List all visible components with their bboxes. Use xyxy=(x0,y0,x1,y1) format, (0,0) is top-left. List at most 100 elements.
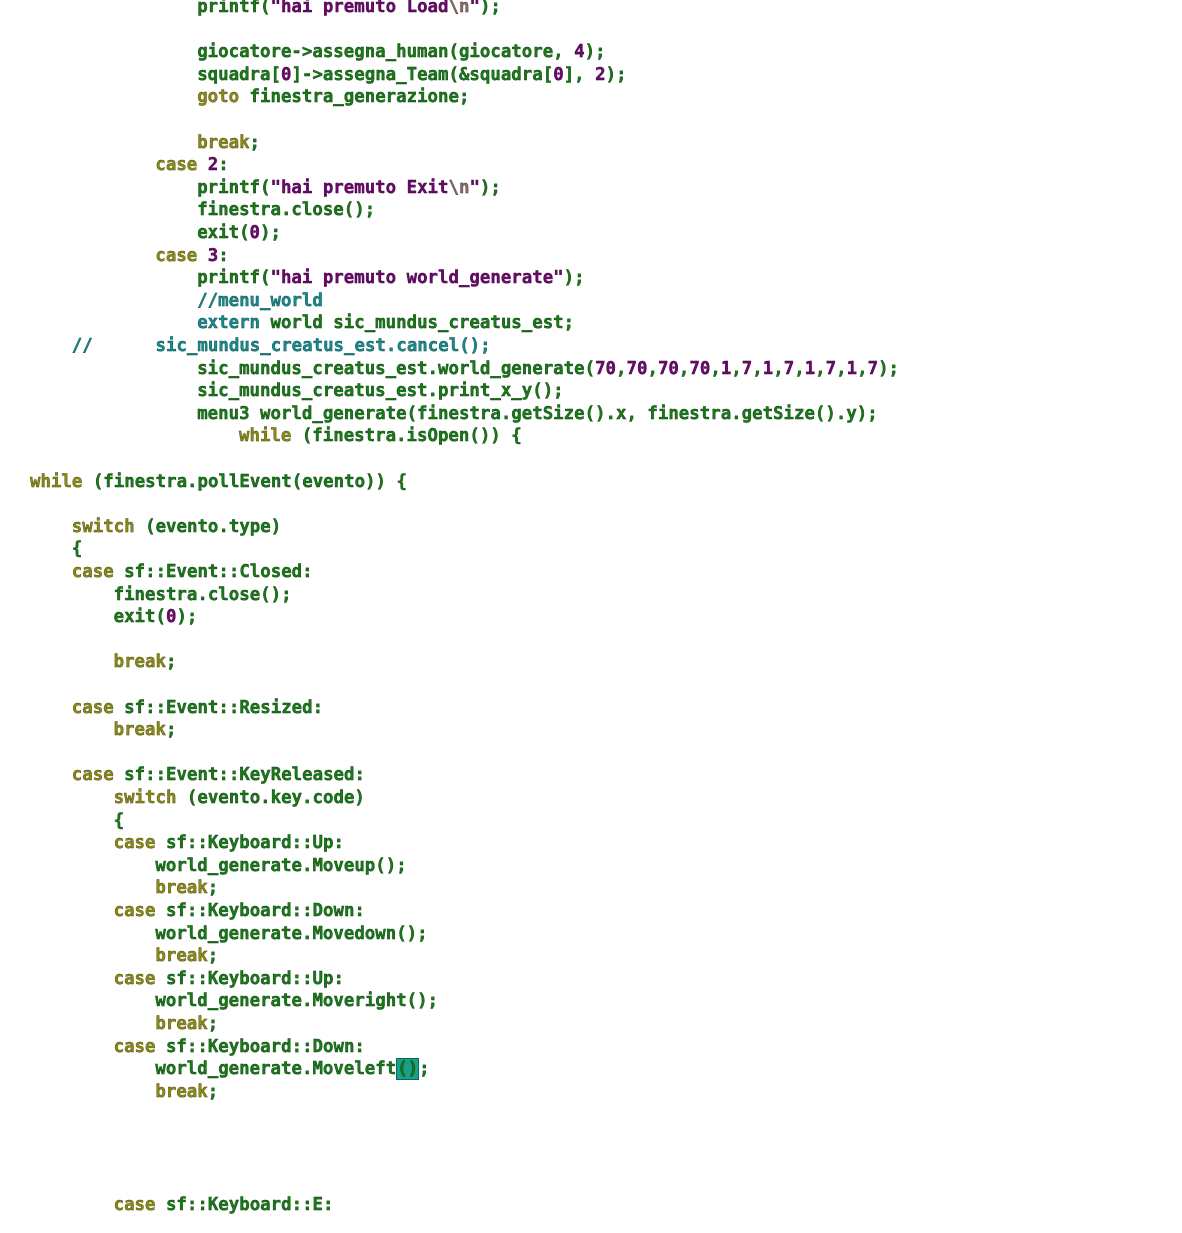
identifier-token: , xyxy=(752,358,763,379)
code-line[interactable]: break; xyxy=(155,1081,218,1104)
identifier-token: ); xyxy=(176,607,198,628)
keyword-token: switch xyxy=(71,516,135,537)
code-line[interactable]: menu3 world_generate(finestra.getSize().… xyxy=(197,403,878,426)
number-token: 1 xyxy=(720,358,732,379)
identifier-token: sf::Keyboard::Down: xyxy=(155,901,365,921)
code-line[interactable]: finestra.close(); xyxy=(197,199,375,222)
code-line[interactable]: case sf::Event::KeyReleased: xyxy=(72,764,366,787)
string-token: " xyxy=(469,177,480,198)
identifier-token: ], xyxy=(563,64,596,85)
keyword-token: case xyxy=(155,155,198,176)
code-line[interactable]: sic_mundus_creatus_est.print_x_y(); xyxy=(197,380,564,403)
identifier-token: (evento.type) xyxy=(134,516,282,537)
comment-token: //menu_world xyxy=(197,290,323,311)
code-line[interactable]: { xyxy=(113,810,124,833)
code-line[interactable]: while (finestra.pollEvent(evento)) { xyxy=(30,471,407,494)
code-line[interactable]: break; xyxy=(197,132,260,155)
number-token: 0 xyxy=(165,607,177,628)
number-token: 2 xyxy=(595,64,606,85)
identifier-token: world_generate.Movedown(); xyxy=(155,923,428,944)
code-line[interactable]: break; xyxy=(155,945,218,968)
code-line[interactable]: switch (evento.type) xyxy=(71,516,282,539)
identifier-token: , xyxy=(794,358,805,379)
string-token: " xyxy=(469,0,480,17)
identifier-token: sf::Keyboard::Up: xyxy=(155,968,344,989)
identifier-token: { xyxy=(71,539,83,560)
number-token: 4 xyxy=(574,42,585,63)
code-line[interactable]: giocatore->assegna_human(giocatore, 4); xyxy=(197,41,606,64)
identifier-token: ; xyxy=(165,720,177,741)
identifier-token: exit( xyxy=(113,607,166,628)
code-line[interactable]: goto finestra_generazione; xyxy=(197,86,470,109)
keyword-token: case xyxy=(71,697,114,718)
identifier-token: ); xyxy=(563,268,585,289)
code-line[interactable]: break; xyxy=(155,1013,218,1036)
code-line[interactable]: break; xyxy=(155,877,218,900)
identifier-token: : xyxy=(218,155,229,176)
identifier-token: sf::Keyboard::E: xyxy=(155,1194,334,1215)
code-line[interactable]: finestra.close(); xyxy=(113,584,292,607)
string-token: "hai premuto Exit xyxy=(270,177,449,198)
identifier-token: , xyxy=(616,358,627,379)
keyword-token: case xyxy=(113,833,156,854)
identifier-token: ; xyxy=(207,1081,219,1102)
code-line[interactable]: world_generate.Moveleft(); xyxy=(155,1058,430,1081)
code-line[interactable]: squadra[0]->assegna_Team(&squadra[0], 2)… xyxy=(197,64,627,87)
identifier-token: finestra_generazione; xyxy=(239,87,470,108)
keyword-token: case xyxy=(155,245,198,266)
code-line[interactable]: printf("hai premuto Exit\n"); xyxy=(197,177,501,200)
code-line[interactable]: break; xyxy=(113,719,177,742)
identifier-token: finestra.close(); xyxy=(113,584,292,605)
identifier-token: ; xyxy=(207,1014,219,1034)
string-token: "hai premuto Load xyxy=(270,0,449,17)
code-line[interactable]: world_generate.Movedown(); xyxy=(155,923,428,946)
number-token: 3 xyxy=(207,245,219,266)
code-line[interactable]: case 2: xyxy=(155,154,229,177)
code-line[interactable]: sic_mundus_creatus_est.world_generate(70… xyxy=(197,358,899,381)
code-line[interactable]: // sic_mundus_creatus_est.cancel(); xyxy=(72,335,491,358)
code-line[interactable]: exit(0); xyxy=(113,606,198,629)
identifier-token: sic_mundus_creatus_est.print_x_y(); xyxy=(197,381,564,402)
code-line[interactable]: case sf::Keyboard::Up: xyxy=(113,968,344,991)
code-line[interactable]: world_generate.Moveright(); xyxy=(155,990,438,1013)
number-token: 1 xyxy=(762,358,774,379)
code-line[interactable]: case sf::Keyboard::E: xyxy=(113,1194,334,1217)
code-line[interactable]: printf("hai premuto Load\n"); xyxy=(197,0,501,19)
identifier-token: , xyxy=(710,358,721,379)
code-line[interactable]: world_generate.Moveup(); xyxy=(155,855,407,878)
number-token: 70 xyxy=(657,358,679,379)
number-token: 70 xyxy=(626,358,648,379)
code-line[interactable]: case sf::Keyboard::Up: xyxy=(113,832,344,855)
identifier-token: , xyxy=(857,358,868,379)
code-line[interactable]: case 3: xyxy=(155,245,229,268)
code-line[interactable]: case sf::Event::Closed: xyxy=(72,561,313,584)
identifier-token: sf::Keyboard::Down: xyxy=(155,1036,365,1057)
code-line[interactable]: exit(0); xyxy=(197,222,281,245)
code-line[interactable]: case sf::Event::Resized: xyxy=(71,697,324,720)
identifier-token: (evento.key.code) xyxy=(176,788,365,808)
identifier-token: ); xyxy=(479,177,501,198)
identifier-token: ; xyxy=(419,1059,430,1080)
code-line[interactable]: extern world sic_mundus_creatus_est; xyxy=(197,312,574,335)
code-line[interactable]: case sf::Keyboard::Down: xyxy=(113,900,365,923)
code-line[interactable]: break; xyxy=(113,651,176,674)
number-token: 70 xyxy=(689,358,711,379)
identifier-token: sf::Event::Closed: xyxy=(113,562,313,582)
code-line[interactable]: while (finestra.isOpen()) { xyxy=(239,425,522,448)
keyword-token: goto xyxy=(197,87,240,108)
keyword-token: while xyxy=(30,471,83,492)
keyword-token: break xyxy=(155,878,208,899)
code-line[interactable]: { xyxy=(71,538,83,561)
keyword-token: break xyxy=(155,1081,208,1102)
identifier-token: world_generate.Moveleft xyxy=(155,1059,397,1080)
number-token: 7 xyxy=(741,358,753,379)
code-line[interactable]: case sf::Keyboard::Down: xyxy=(113,1036,365,1059)
number-token: 0 xyxy=(553,64,564,85)
keyword-token: case xyxy=(113,901,156,921)
code-line[interactable]: printf("hai premuto world_generate"); xyxy=(197,267,585,290)
code-line[interactable]: switch (evento.key.code) xyxy=(113,787,365,810)
identifier-token: world sic_mundus_creatus_est; xyxy=(260,313,575,334)
code-line[interactable]: //menu_world xyxy=(197,290,323,313)
identifier-token: ]->assegna_Team(&squadra[ xyxy=(291,64,554,85)
